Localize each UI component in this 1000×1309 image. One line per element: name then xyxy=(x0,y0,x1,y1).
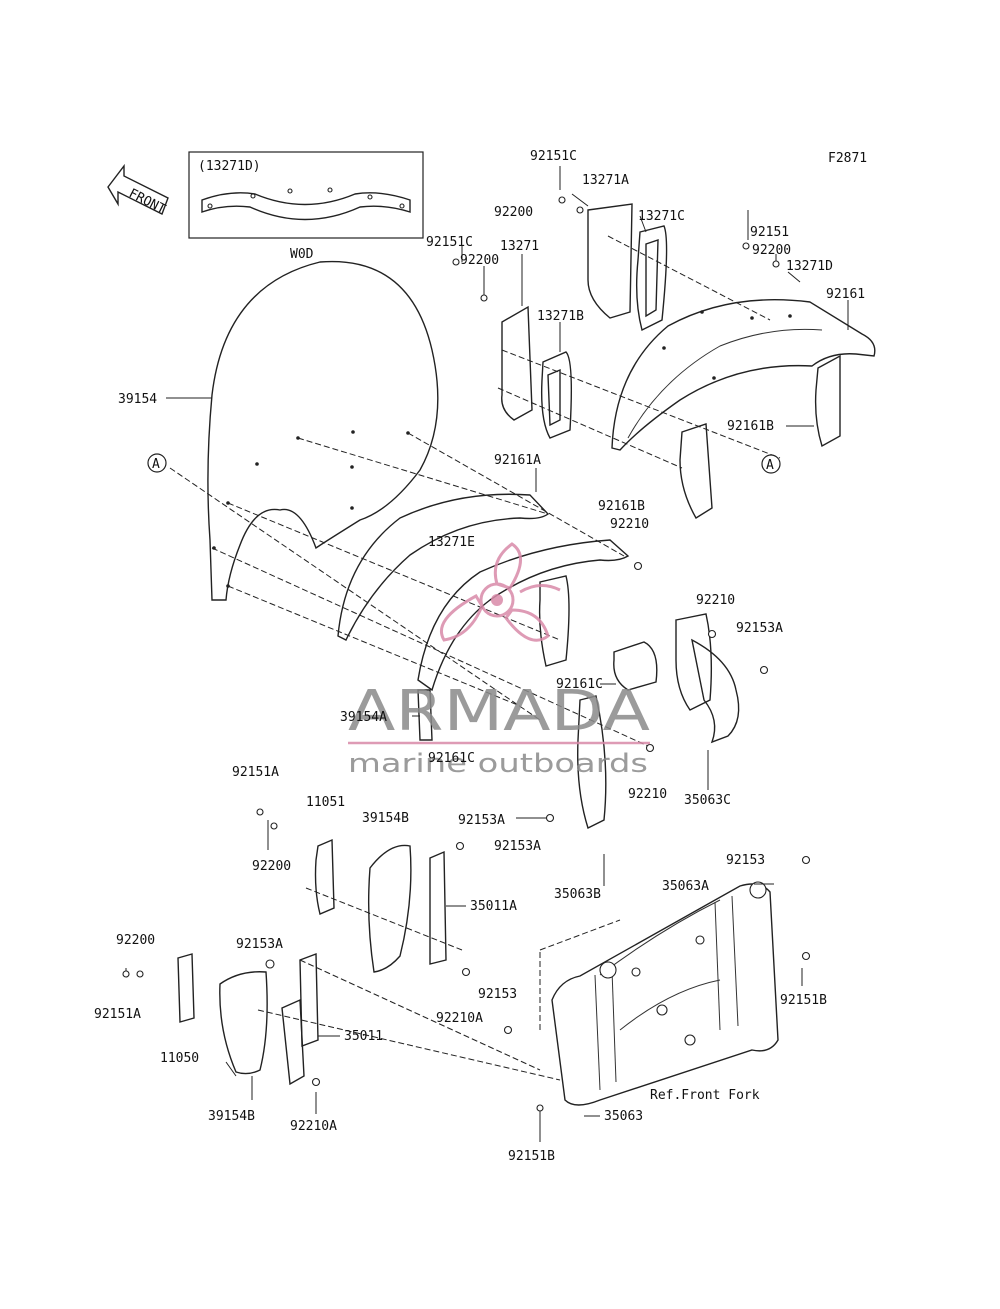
label-39154B-low: 39154B xyxy=(208,1109,255,1124)
label-35063: 35063 xyxy=(604,1109,643,1124)
label-92161B-right: 92161B xyxy=(727,419,774,434)
watermark: ARMADA marine outboards xyxy=(348,542,650,779)
label-92151B-low: 92151B xyxy=(508,1149,555,1164)
label-92161A: 92161A xyxy=(494,453,541,468)
label-92153-low: 92153 xyxy=(478,987,517,1002)
lower-fairing-bracket xyxy=(337,493,740,829)
upper-fairing-bracket xyxy=(611,299,876,519)
inset-box: (13271D) xyxy=(188,151,424,239)
label-13271C: 13271C xyxy=(638,209,685,224)
label-92151-right: 92151 xyxy=(750,225,789,240)
lower-deflectors xyxy=(177,838,447,1086)
label-92200-right: 92200 xyxy=(752,243,791,258)
label-92151A-top: 92151A xyxy=(232,765,279,780)
front-fork-frame xyxy=(551,881,779,1106)
ref-marker-left: A xyxy=(147,453,167,473)
label-13271B: 13271B xyxy=(537,309,584,324)
label-92210-low: 92210 xyxy=(628,787,667,802)
label-W0D: W0D xyxy=(290,247,314,262)
watermark-brand: ARMADA xyxy=(348,679,650,744)
svg-text:A: A xyxy=(766,458,774,473)
label-92151C-top: 92151C xyxy=(530,149,577,164)
label-39154B-top: 39154B xyxy=(362,811,409,826)
ref-note: Ref.Front Fork xyxy=(650,1088,760,1103)
label-92200-low: 92200 xyxy=(116,933,155,948)
watermark-tagline: marine outboards xyxy=(348,749,648,779)
label-13271: 13271 xyxy=(500,239,539,254)
label-35063A: 35063A xyxy=(662,879,709,894)
front-arrow-icon: FRONT xyxy=(107,163,169,217)
label-92200-mid: 92200 xyxy=(252,859,291,874)
front-arrow-label: FRONT xyxy=(126,186,168,217)
part-labels: 92151C 13271A 92200 13271C 92151C 92200 … xyxy=(94,149,865,1164)
upper-brackets xyxy=(501,203,668,439)
label-92161C-left: 92161C xyxy=(428,751,475,766)
label-35063B: 35063B xyxy=(554,887,601,902)
label-92153A-low: 92153A xyxy=(236,937,283,952)
label-13271E: 13271E xyxy=(428,535,475,550)
label-13271D: 13271D xyxy=(786,259,833,274)
label-13271A: 13271A xyxy=(582,173,629,188)
label-92161B-mid: 92161B xyxy=(598,499,645,514)
label-39154A: 39154A xyxy=(340,710,387,725)
label-92151A-low: 92151A xyxy=(94,1007,141,1022)
svg-text:A: A xyxy=(152,457,160,472)
ref-marker-right: A xyxy=(761,454,781,474)
label-35063C: 35063C xyxy=(684,793,731,808)
label-92200-left: 92200 xyxy=(460,253,499,268)
label-92153A-right: 92153A xyxy=(736,621,783,636)
label-11050: 11050 xyxy=(160,1051,199,1066)
fasteners xyxy=(122,196,811,1112)
windshield xyxy=(207,260,439,601)
label-92153-top: 92153 xyxy=(726,853,765,868)
label-92153A-mid2: 92153A xyxy=(494,839,541,854)
label-92151C-left: 92151C xyxy=(426,235,473,250)
figure-code: F2871 xyxy=(828,151,867,166)
label-92200-top: 92200 xyxy=(494,205,533,220)
label-92210A-low: 92210A xyxy=(290,1119,337,1134)
leader-lines xyxy=(125,166,849,1142)
label-92161: 92161 xyxy=(826,287,865,302)
label-35011: 35011 xyxy=(344,1029,383,1044)
label-39154: 39154 xyxy=(118,392,157,407)
label-92151B-right: 92151B xyxy=(780,993,827,1008)
label-35011A: 35011A xyxy=(470,899,517,914)
label-92210-mid: 92210 xyxy=(610,517,649,532)
label-92153A-mid: 92153A xyxy=(458,813,505,828)
label-92210-right: 92210 xyxy=(696,593,735,608)
label-92210A-mid: 92210A xyxy=(436,1011,483,1026)
inset-label: (13271D) xyxy=(198,159,261,174)
propeller-logo-icon xyxy=(439,542,561,642)
label-11051: 11051 xyxy=(306,795,345,810)
label-92161C-right: 92161C xyxy=(556,677,603,692)
